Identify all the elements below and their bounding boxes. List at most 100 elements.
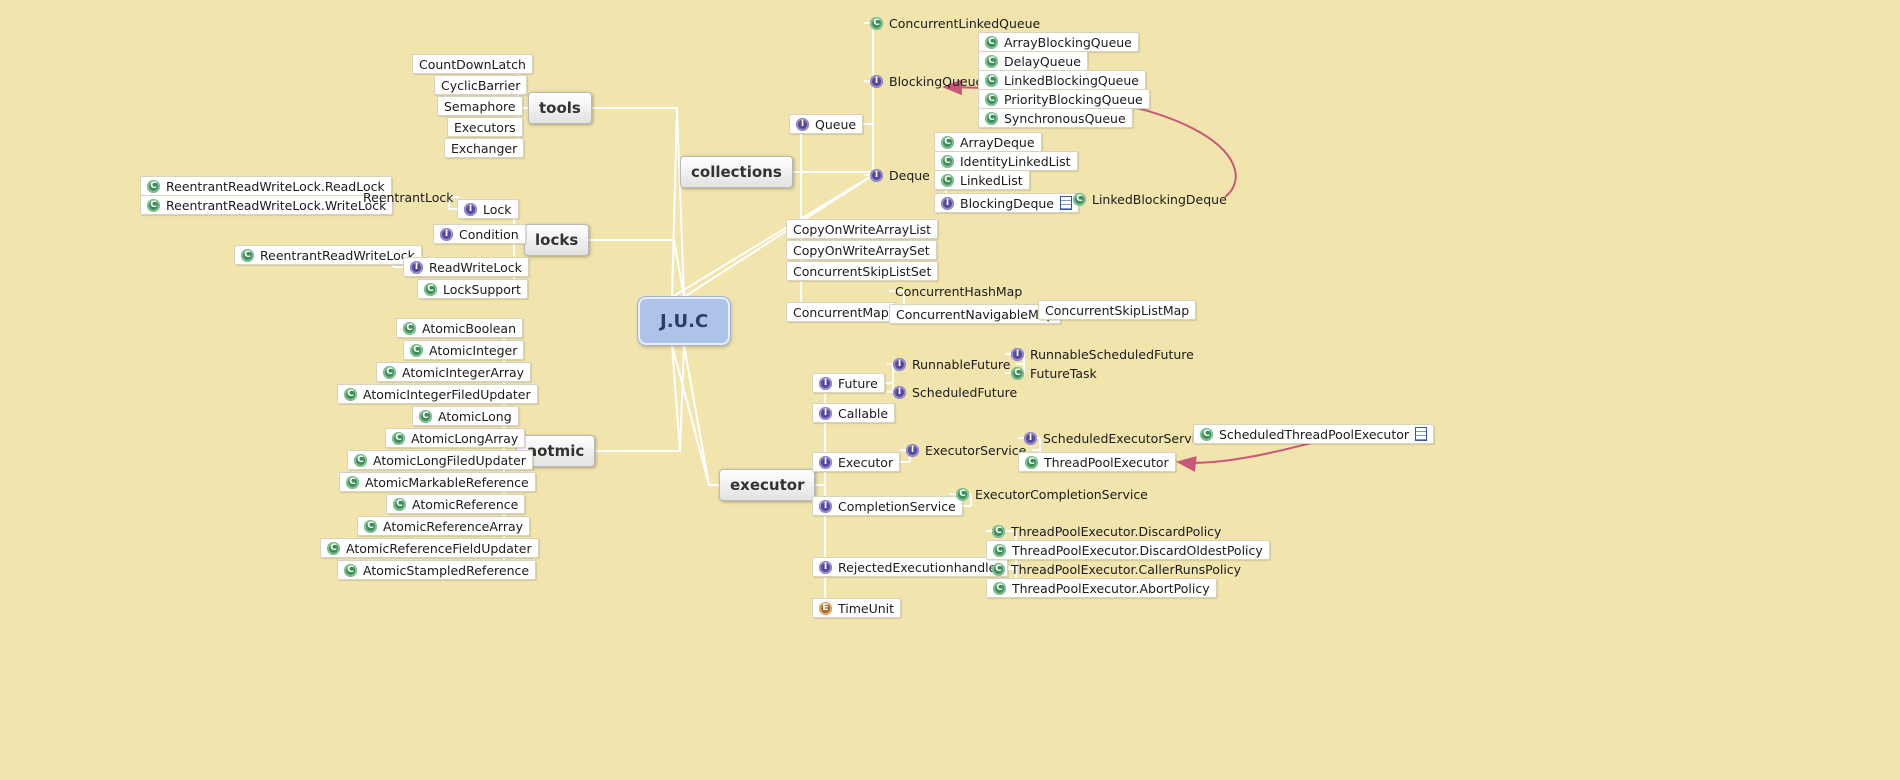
node-co-csls[interactable]: ConcurrentSkipListSet xyxy=(786,261,939,281)
node-label: ExecutorCompletionService xyxy=(975,486,1148,502)
node-label: ThreadPoolExecutor.CallerRunsPolicy xyxy=(1011,561,1242,577)
class-icon: C xyxy=(383,365,396,379)
node-label: ThreadPoolExecutor xyxy=(1044,454,1169,470)
node-label: ThreadPoolExecutor.DiscardPolicy xyxy=(1011,523,1222,539)
node-label: ArrayDeque xyxy=(960,134,1035,150)
node-lk-reentrant[interactable]: ReentrantLock xyxy=(357,187,459,207)
node-tool-4[interactable]: Exchanger xyxy=(444,138,525,158)
node-lk-rrwl[interactable]: C ReentrantReadWriteLock xyxy=(234,245,422,265)
node-br-executor[interactable]: executor xyxy=(719,469,816,501)
node-ex-p0[interactable]: C ThreadPoolExecutor.DiscardPolicy xyxy=(986,521,1227,541)
class-icon: C xyxy=(424,282,437,296)
node-label: J.U.C xyxy=(660,310,709,332)
node-br-locks[interactable]: locks xyxy=(524,224,590,256)
class-icon: C xyxy=(241,248,254,262)
node-co-cslm[interactable]: ConcurrentSkipListMap xyxy=(1038,300,1197,320)
interface-icon: I xyxy=(440,227,453,241)
node-label: ReadWriteLock xyxy=(429,259,522,275)
node-label: executor xyxy=(730,476,805,494)
note-icon[interactable] xyxy=(1060,196,1073,210)
class-icon: C xyxy=(985,92,998,106)
node-root[interactable]: J.U.C xyxy=(638,297,731,345)
node-co-dq-0[interactable]: C ArrayDeque xyxy=(934,132,1042,152)
class-icon: C xyxy=(344,387,357,401)
node-co-cows[interactable]: CopyOnWriteArraySet xyxy=(786,240,937,260)
node-co-cmap[interactable]: ConcurrentMap xyxy=(786,302,896,322)
node-co-chm[interactable]: ConcurrentHashMap xyxy=(889,281,1028,301)
class-icon: C xyxy=(941,135,954,149)
class-icon: C xyxy=(992,524,1005,538)
node-label: TimeUnit xyxy=(838,600,895,616)
node-tool-0[interactable]: CountDownLatch xyxy=(412,54,533,74)
node-br-collections[interactable]: collections xyxy=(680,156,793,188)
class-icon: C xyxy=(419,409,432,423)
node-co-cnm[interactable]: ConcurrentNavigableMap xyxy=(889,304,1062,324)
class-icon: C xyxy=(985,111,998,125)
node-tool-3[interactable]: Executors xyxy=(447,117,523,137)
node-co-cowl[interactable]: CopyOnWriteArrayList xyxy=(786,219,938,239)
node-lk-support[interactable]: C LockSupport xyxy=(417,279,528,299)
node-br-tools[interactable]: tools xyxy=(528,92,592,124)
node-label: ConcurrentLinkedQueue xyxy=(889,15,1041,31)
interface-icon: I xyxy=(1024,431,1037,445)
note-icon[interactable] xyxy=(1415,427,1428,441)
node-tool-2[interactable]: Semaphore xyxy=(437,96,523,116)
node-label: ReentrantReadWriteLock xyxy=(260,247,415,263)
node-label: AtomicReferenceFieldUpdater xyxy=(346,540,532,556)
node-label: AtomicLongFiledUpdater xyxy=(373,452,526,468)
node-label: IdentityLinkedList xyxy=(960,153,1071,169)
node-label: ThreadPoolExecutor.DiscardOldestPolicy xyxy=(1012,542,1263,558)
interface-icon: I xyxy=(893,385,906,399)
node-label: LockSupport xyxy=(443,281,521,297)
node-tool-1[interactable]: CyclicBarrier xyxy=(434,75,528,95)
